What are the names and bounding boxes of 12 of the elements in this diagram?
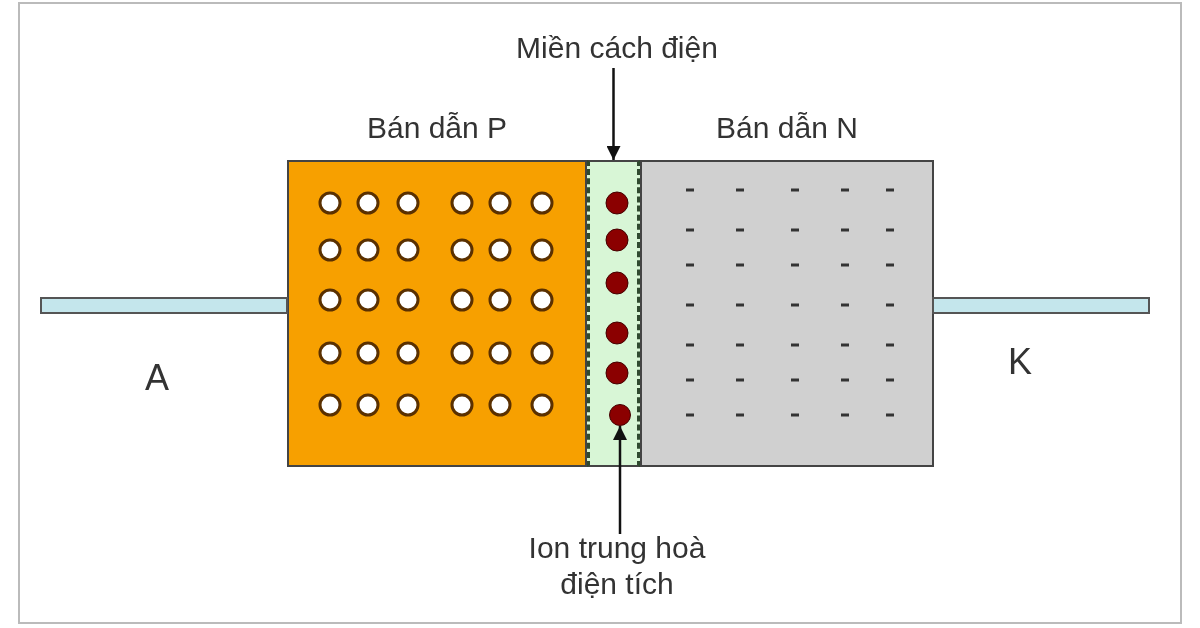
callout-text: Miền cách điện [516, 30, 718, 66]
region-label: Bán dẫn P [366, 110, 508, 146]
region-label: Bán dẫn N [716, 110, 858, 146]
ion-dot [609, 404, 631, 426]
terminal-label: A [145, 358, 169, 398]
lead-wire [932, 297, 1150, 314]
leader-line [613, 426, 627, 534]
leader-line [606, 68, 621, 160]
depletion-region [587, 160, 640, 467]
terminal-label: K [1008, 342, 1032, 382]
lead-wire [40, 297, 288, 314]
callout-text: Ion trung hoà điện tích [502, 530, 732, 602]
